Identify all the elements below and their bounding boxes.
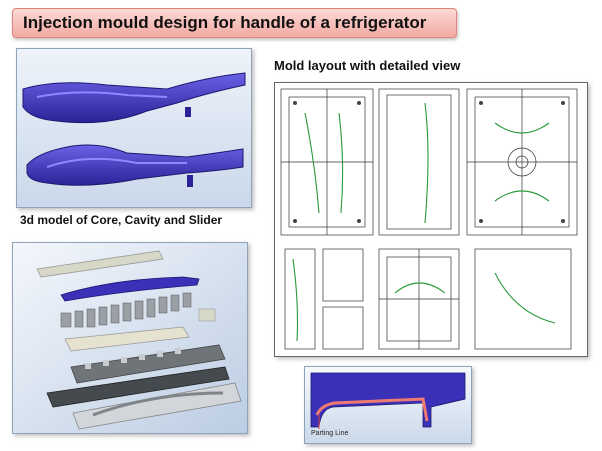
parting-line-render (305, 367, 471, 443)
exploded-view-render (13, 243, 247, 433)
handle-render (17, 49, 251, 207)
mold-layout-caption: Mold layout with detailed view (274, 58, 461, 73)
core-cavity-caption: 3d model of Core, Cavity and Slider (20, 213, 223, 227)
mold-layout-sheet (275, 83, 587, 356)
parting-line-detail-image: Parting Line (304, 366, 472, 444)
title-banner: Injection mould design for handle of a r… (12, 8, 457, 38)
handle-3d-model-image (16, 48, 252, 208)
core-cavity-slider-image (12, 242, 248, 434)
slide-title: Injection mould design for handle of a r… (23, 13, 427, 32)
mold-layout-drawing (274, 82, 588, 357)
parting-line-label: Parting Line (311, 430, 349, 437)
